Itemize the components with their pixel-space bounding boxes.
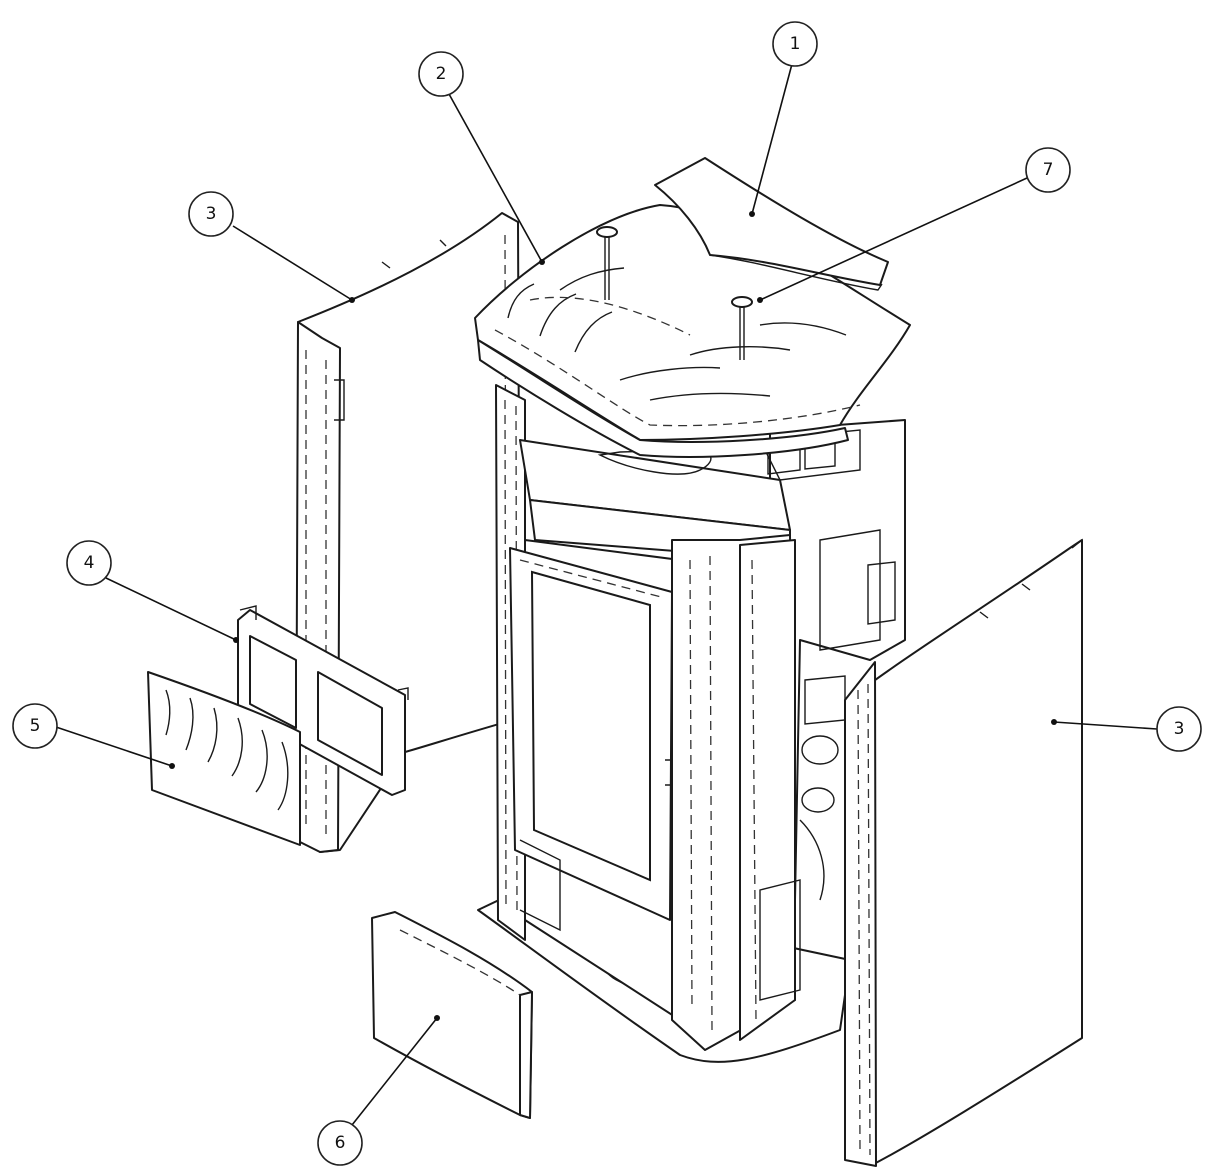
callout-5-label: 5 bbox=[30, 716, 41, 736]
callout-6: 6 bbox=[317, 1120, 363, 1166]
front-bottom-panel bbox=[371, 911, 533, 1119]
top-lid bbox=[654, 157, 889, 291]
stove-body bbox=[477, 384, 906, 1063]
leader-lines bbox=[55, 63, 1158, 1126]
front-frame bbox=[237, 605, 409, 796]
callout-1-label: 1 bbox=[790, 34, 801, 54]
grille-panel bbox=[147, 671, 301, 846]
callout-2-label: 2 bbox=[436, 64, 447, 84]
callout-7-label: 7 bbox=[1043, 160, 1054, 180]
callout-5: 5 bbox=[12, 703, 58, 749]
callout-3-left-label: 3 bbox=[206, 204, 217, 224]
right-side-panel bbox=[844, 538, 1083, 1167]
callout-3-left: 3 bbox=[188, 191, 234, 237]
callout-7: 7 bbox=[1025, 147, 1071, 193]
callout-1: 1 bbox=[772, 21, 818, 67]
callout-6-label: 6 bbox=[335, 1133, 346, 1153]
callout-3-right: 3 bbox=[1156, 706, 1202, 752]
fixing-pins bbox=[596, 226, 753, 360]
callout-4-label: 4 bbox=[84, 553, 95, 573]
callout-3-right-label: 3 bbox=[1174, 719, 1185, 739]
callout-4: 4 bbox=[66, 540, 112, 586]
callout-2: 2 bbox=[418, 51, 464, 97]
